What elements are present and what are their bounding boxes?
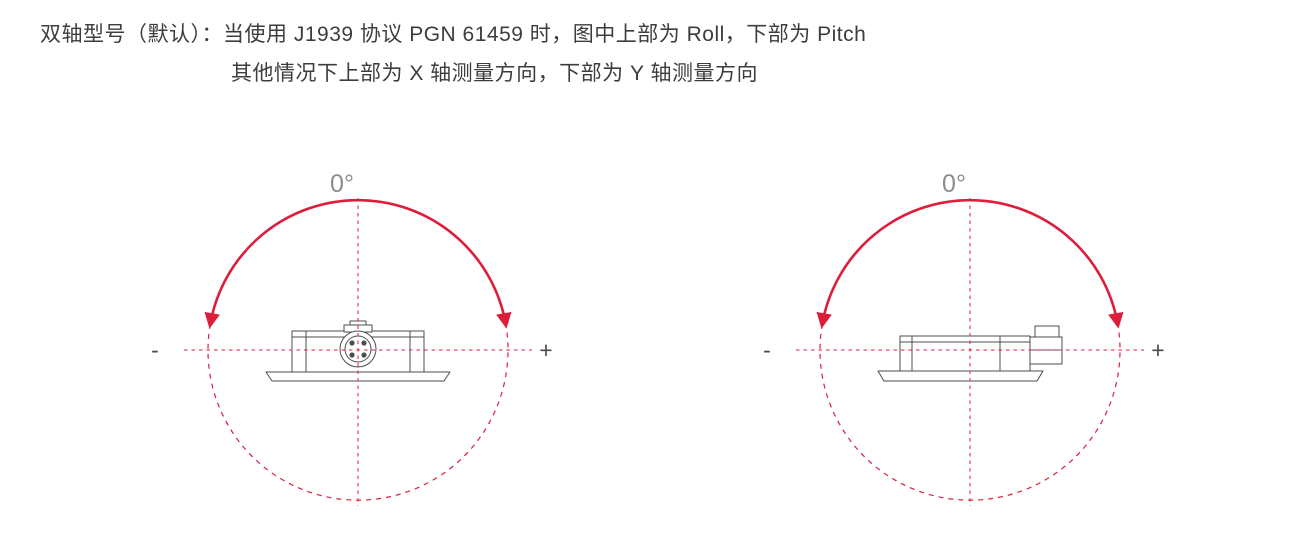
plus-direction-label: + [539, 337, 552, 363]
minus-direction-label: - [763, 337, 771, 363]
crosshair-axes [184, 198, 532, 506]
zero-degree-label: 0° [330, 170, 354, 198]
connector-pin [361, 352, 367, 358]
connector-pin [349, 352, 355, 358]
mounting-base [265, 371, 451, 382]
connector-tab [1034, 325, 1060, 338]
minus-direction-label: - [151, 337, 159, 363]
zero-degree-label: 0° [942, 170, 966, 198]
rotation-diagram-front-view: 0° - + [151, 170, 553, 506]
caption-line-2: 其他情况下上部为 X 轴测量方向，下部为 Y 轴测量方向 [231, 62, 758, 85]
connector-pin [349, 340, 355, 346]
crosshair-axes [796, 198, 1144, 506]
plus-direction-label: + [1151, 337, 1164, 363]
caption-line-1: 双轴型号（默认）：当使用 J1939 协议 PGN 61459 时，图中上部为 … [40, 23, 867, 46]
sensor-device-side-view [877, 325, 1063, 382]
mounting-base [877, 370, 1044, 382]
connector-pin [361, 340, 367, 346]
rotation-diagram-side-view: 0° - + [763, 170, 1165, 506]
